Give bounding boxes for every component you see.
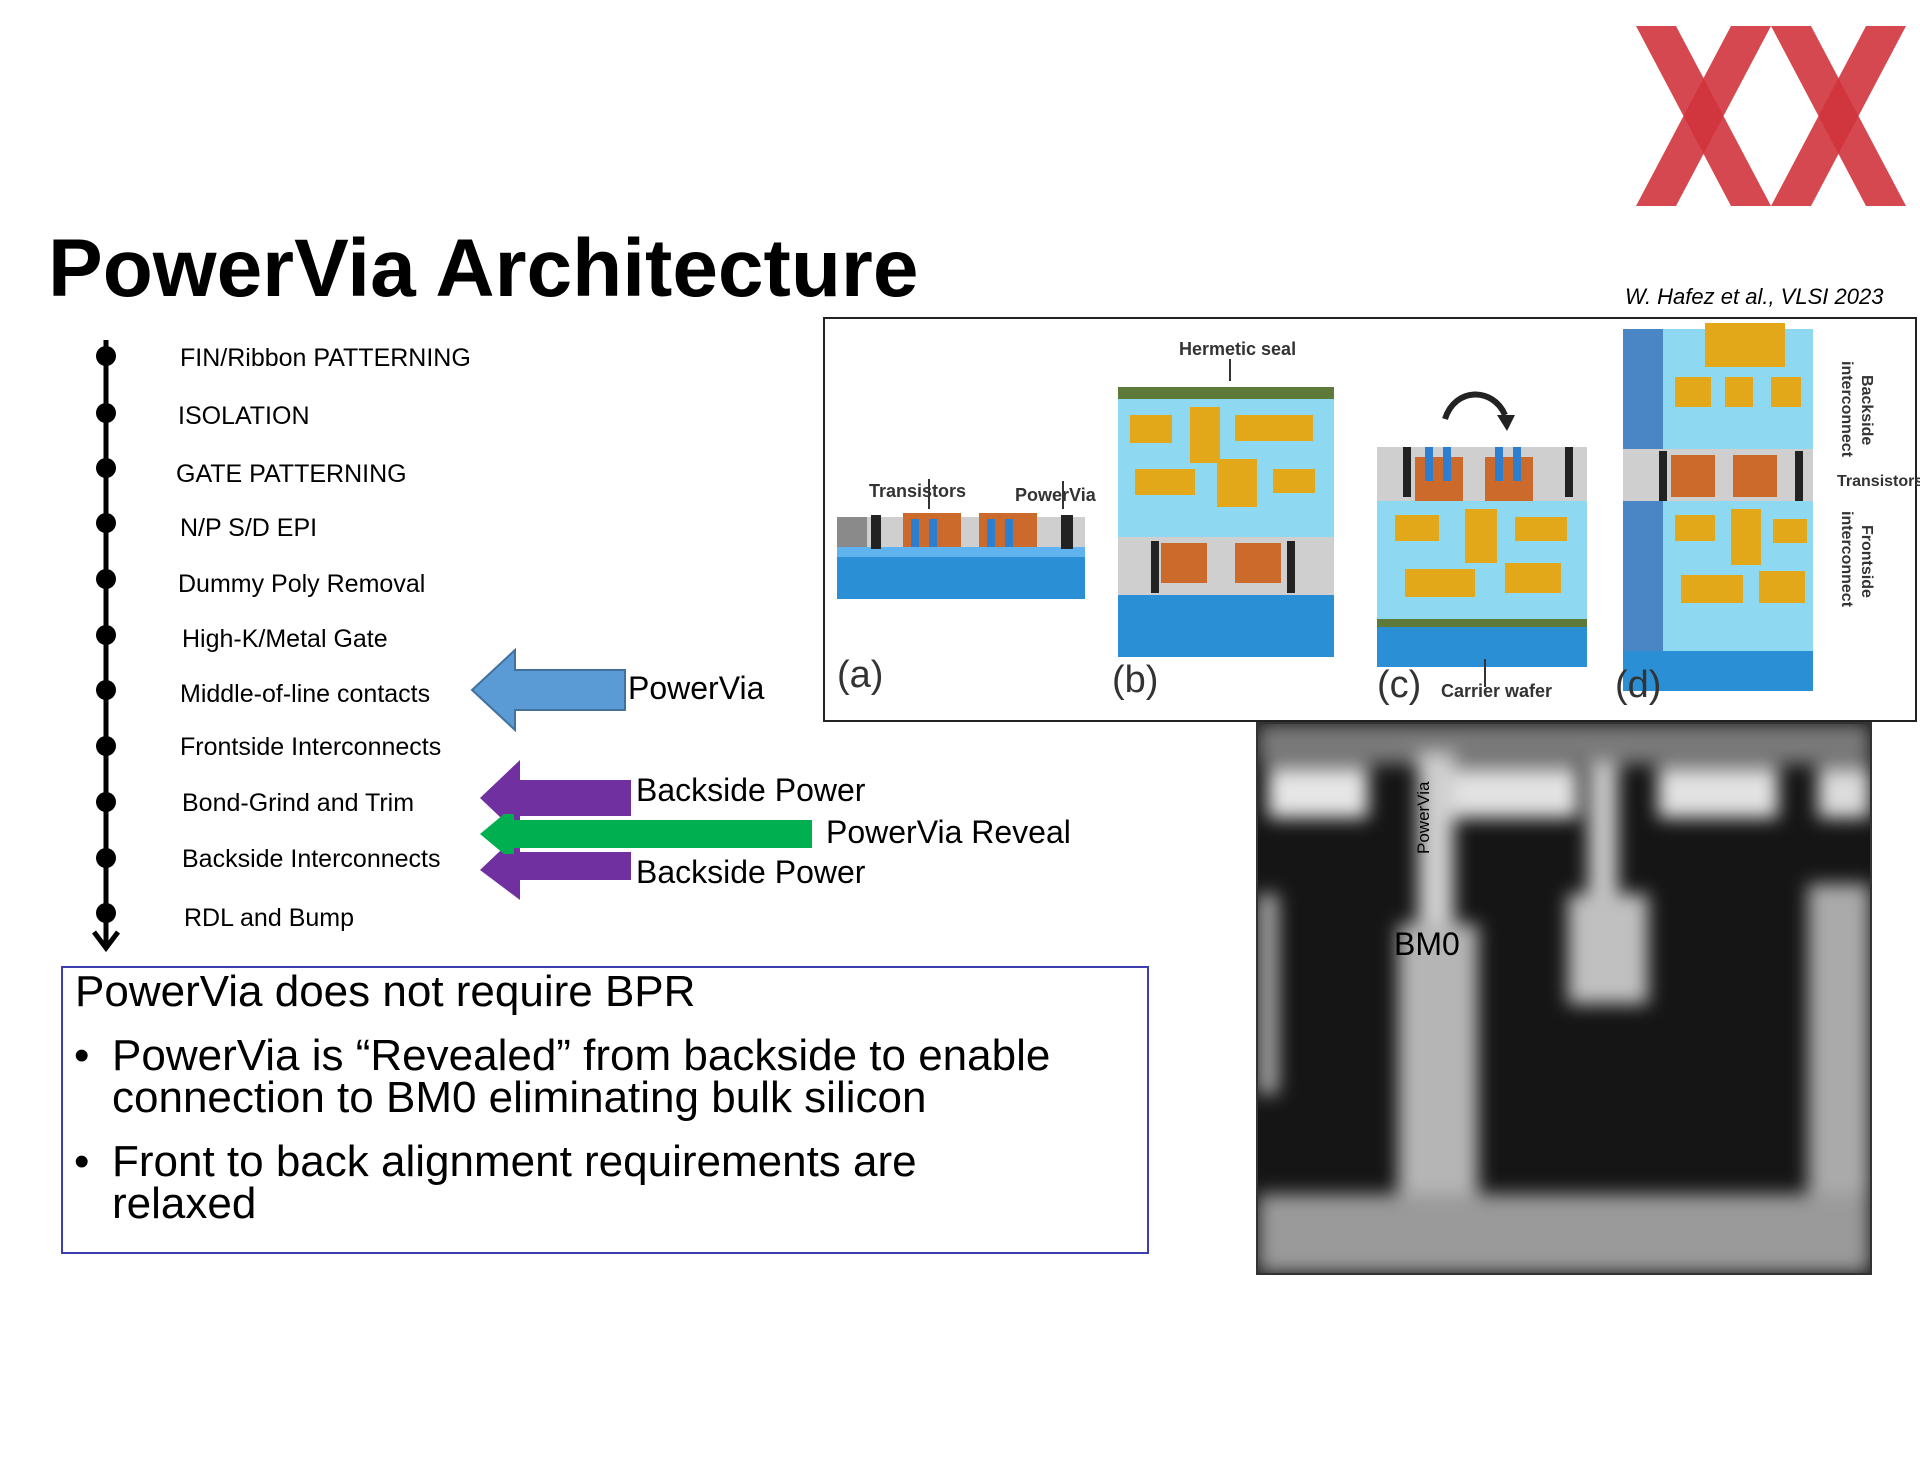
powervia-arrow bbox=[470, 648, 626, 732]
tem-image: PowerVia BM0 26 bbox=[1256, 722, 1872, 1275]
powervia-reveal-label: PowerVia Reveal bbox=[826, 814, 1071, 850]
citation: W. Hafez et al., VLSI 2023 bbox=[1625, 284, 1884, 309]
process-step: Bond-Grind and Trim bbox=[182, 789, 415, 817]
process-timeline bbox=[92, 340, 120, 953]
bullet-line: Front to back alignment requirements are bbox=[112, 1137, 917, 1186]
label-frontside-interconnect-1: Frontside bbox=[1858, 525, 1875, 598]
panel-label-a: (a) bbox=[837, 654, 884, 696]
process-step: RDL and Bump bbox=[184, 904, 354, 932]
timeline-dot bbox=[96, 792, 116, 812]
label-transistors-a: Transistors bbox=[869, 481, 967, 501]
process-step: Frontside Interconnects bbox=[180, 733, 442, 761]
panel-d-drawing bbox=[1623, 323, 1813, 691]
backside-power-label-top: Backside Power bbox=[636, 772, 866, 808]
panel-label-b: (b) bbox=[1112, 659, 1159, 701]
panel-b-drawing bbox=[1118, 359, 1334, 657]
process-step: N/P S/D EPI bbox=[180, 514, 318, 542]
timeline-dot bbox=[96, 403, 116, 423]
process-step: Middle-of-line contacts bbox=[180, 680, 431, 708]
panel-label-c: (c) bbox=[1377, 664, 1422, 706]
label-backside-interconnect-1: Backside bbox=[1858, 375, 1875, 446]
backside-power-label-bottom: Backside Power bbox=[636, 854, 866, 890]
xx-logo bbox=[1636, 26, 1906, 206]
timeline-dot bbox=[96, 680, 116, 700]
process-step: ISOLATION bbox=[178, 402, 310, 430]
bullet-line: connection to BM0 eliminating bulk silic… bbox=[112, 1073, 927, 1122]
label-carrier-wafer: Carrier wafer bbox=[1441, 681, 1553, 701]
tem-bm0-label: BM0 bbox=[1394, 926, 1460, 962]
panel-c-drawing bbox=[1377, 391, 1587, 687]
summary-textbox bbox=[61, 966, 1149, 1254]
label-frontside-interconnect-2: interconnect bbox=[1838, 511, 1855, 608]
timeline-dot bbox=[96, 903, 116, 923]
process-step: FIN/Ribbon PATTERNING bbox=[180, 344, 471, 372]
timeline-dot bbox=[96, 625, 116, 645]
tem-image-drawing bbox=[1258, 724, 1870, 1273]
process-step: GATE PATTERNING bbox=[176, 460, 407, 488]
timeline-dot bbox=[96, 569, 116, 589]
page-number: 26 bbox=[1758, 1224, 1781, 1246]
label-transistors-d: Transistors bbox=[1837, 473, 1920, 490]
timeline-dot bbox=[96, 346, 116, 366]
panel-label-d: (d) bbox=[1615, 664, 1662, 706]
timeline-dot bbox=[96, 736, 116, 756]
label-hermetic-seal: Hermetic seal bbox=[1179, 339, 1297, 359]
label-backside-interconnect-2: interconnect bbox=[1838, 361, 1855, 458]
page-title: PowerVia Architecture bbox=[48, 223, 919, 314]
tem-powervia-label: PowerVia bbox=[1414, 781, 1433, 854]
timeline-dot bbox=[96, 848, 116, 868]
panel-a-drawing bbox=[837, 479, 1085, 599]
timeline-dot bbox=[96, 458, 116, 478]
process-figure: Transistors PowerVia Hermetic seal Carri… bbox=[823, 317, 1920, 722]
process-figure-drawing bbox=[837, 323, 1813, 691]
process-step: Backside Interconnects bbox=[182, 845, 441, 873]
summary-heading: PowerVia does not require BPR bbox=[75, 967, 696, 1016]
process-step: High-K/Metal Gate bbox=[182, 625, 388, 653]
label-powervia-a: PowerVia bbox=[1015, 485, 1096, 505]
bullet-line: relaxed bbox=[112, 1179, 257, 1228]
process-step: Dummy Poly Removal bbox=[178, 570, 426, 598]
bullet-line: PowerVia is “Revealed” from backside to … bbox=[112, 1031, 1051, 1080]
bullet-marker: • bbox=[74, 1031, 90, 1080]
backside-power-arrows bbox=[480, 760, 812, 900]
powervia-arrow-label: PowerVia bbox=[628, 670, 765, 706]
timeline-dot bbox=[96, 513, 116, 533]
bullet-marker: • bbox=[74, 1137, 90, 1186]
